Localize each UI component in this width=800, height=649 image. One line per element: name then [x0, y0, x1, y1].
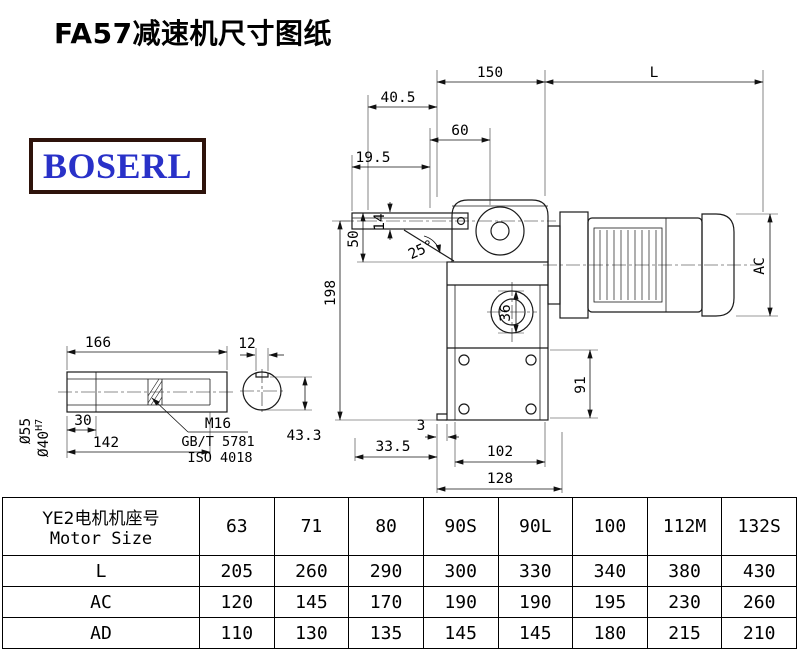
dim-value-cell: 145 — [273, 586, 350, 618]
dim-value-cell: 110 — [199, 617, 275, 649]
thread-M16-label: M16 — [205, 416, 231, 432]
dim-40-5-label: 40.5 — [381, 90, 416, 106]
dim-102-label: 102 — [487, 444, 513, 460]
frame-size-cell: 80 — [348, 497, 424, 556]
frame-size-cell: 100 — [572, 497, 648, 556]
dim-value-cell: 230 — [646, 586, 723, 618]
main-view — [351, 199, 735, 421]
motor-size-header-cn: YE2电机机座号 — [42, 509, 160, 529]
motor-dimension-table: YE2电机机座号 Motor Size 63 71 80 90S 90L 100… — [2, 497, 797, 649]
dim-36-label: 36 — [498, 304, 514, 321]
dim-value-cell: 340 — [572, 555, 648, 587]
row-label-cell: AC — [2, 586, 200, 618]
dim-angle-25-label: 25° — [406, 238, 437, 264]
dim-30-label: 30 — [74, 413, 91, 429]
dim-value-cell: 180 — [572, 617, 648, 649]
table-row-AD: AD 110 130 135 145 145 180 215 210 — [2, 617, 797, 649]
dim-value-cell: 195 — [572, 586, 648, 618]
frame-size-cell: 71 — [273, 497, 350, 556]
dim-33-5-label: 33.5 — [376, 439, 411, 455]
dim-value-cell: 145 — [422, 617, 499, 649]
dim-value-cell: 120 — [199, 586, 275, 618]
frame-size-cell: 63 — [199, 497, 275, 556]
dim-60-label: 60 — [451, 123, 468, 139]
motor-size-header-en: Motor Size — [49, 529, 153, 549]
dim-150-label: 150 — [477, 65, 503, 81]
dim-166-label: 166 — [85, 335, 111, 351]
dim-AC-label: AC — [752, 257, 768, 274]
row-label-cell: L — [2, 555, 200, 587]
boserl-logo-text: BOSERL — [42, 146, 193, 186]
row-label-cell: AD — [2, 617, 200, 649]
standard-iso-label: ISO 4018 — [187, 450, 252, 466]
dim-dia55-label: Ø55 — [18, 418, 34, 444]
table-header-row: YE2电机机座号 Motor Size 63 71 80 90S 90L 100… — [2, 497, 797, 556]
table-row-AC: AC 120 145 170 190 190 195 230 260 — [2, 586, 797, 618]
dim-value-cell: 215 — [646, 617, 723, 649]
dim-128-label: 128 — [487, 471, 513, 487]
dim-value-cell: 190 — [422, 586, 499, 618]
dim-value-cell: 135 — [348, 617, 424, 649]
dim-43-3-label: 43.3 — [287, 428, 322, 444]
dim-value-cell: 380 — [646, 555, 723, 587]
dim-142-label: 142 — [93, 435, 119, 451]
dimension-labels: 150 L 40.5 60 19.5 14 50 198 25° AC 36 9… — [18, 65, 768, 487]
boserl-logo: BOSERL — [29, 138, 206, 194]
dim-value-cell: 210 — [721, 617, 797, 649]
centerlines — [58, 220, 762, 413]
standard-gb-label: GB/T 5781 — [181, 434, 254, 450]
dim-3-label: 3 — [417, 418, 426, 434]
dim-value-cell: 300 — [422, 555, 499, 587]
dim-value-cell: 430 — [721, 555, 797, 587]
dim-198-label: 198 — [323, 280, 339, 306]
frame-size-cell: 90L — [497, 497, 574, 556]
frame-size-cell: 90S — [422, 497, 499, 556]
frame-size-cell: 112M — [646, 497, 723, 556]
dim-value-cell: 130 — [273, 617, 350, 649]
dim-dia40h7-label: Ø40H7 — [34, 419, 52, 457]
dim-value-cell: 330 — [497, 555, 574, 587]
dim-12-label: 12 — [238, 336, 255, 352]
frame-size-cell: 132S — [721, 497, 797, 556]
dim-value-cell: 205 — [199, 555, 275, 587]
dim-91-label: 91 — [573, 376, 589, 393]
technical-drawing: 150 L 40.5 60 19.5 14 50 198 25° AC 36 9… — [18, 65, 778, 493]
dim-19-5-label: 19.5 — [356, 150, 391, 166]
table-row-L: L 205 260 290 300 330 340 380 430 — [2, 555, 797, 587]
dim-value-cell: 260 — [721, 586, 797, 618]
dim-L-label: L — [650, 65, 659, 81]
dim-value-cell: 190 — [497, 586, 574, 618]
dim-14-label: 14 — [372, 213, 388, 231]
dim-value-cell: 170 — [348, 586, 424, 618]
dim-value-cell: 145 — [497, 617, 574, 649]
dim-50-label: 50 — [346, 230, 362, 247]
dimension-lines — [66, 79, 773, 492]
dim-value-cell: 260 — [273, 555, 350, 587]
motor-size-header-cell: YE2电机机座号 Motor Size — [2, 497, 200, 556]
dim-value-cell: 290 — [348, 555, 424, 587]
page-title: FA57减速机尺寸图纸 — [54, 17, 333, 50]
